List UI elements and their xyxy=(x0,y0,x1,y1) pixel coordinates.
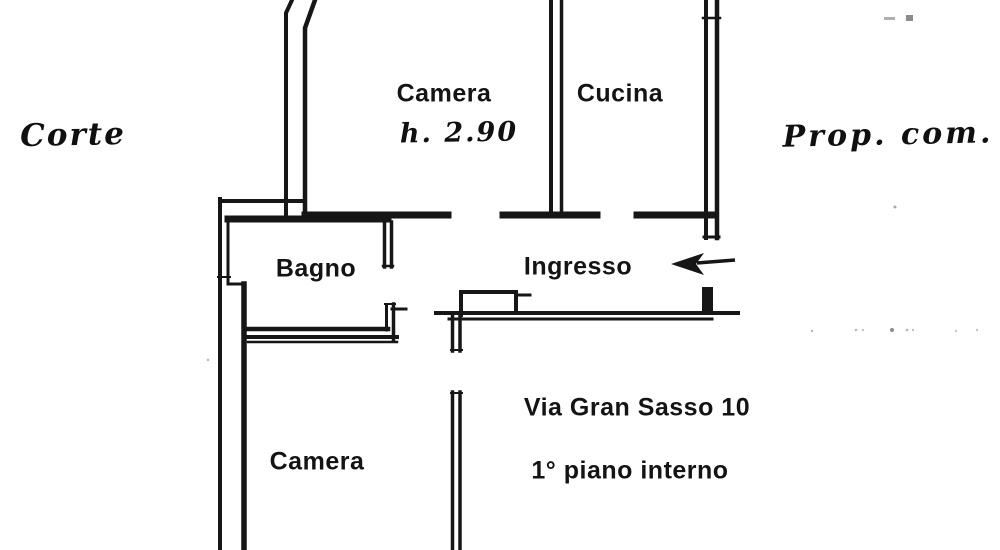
room-label-camera-top: Camera xyxy=(396,79,492,108)
room-label-bagno: Bagno xyxy=(275,254,357,283)
wall-stub xyxy=(702,287,713,315)
annotation-prop-com: Prop. com. xyxy=(782,115,994,155)
room-label-camera-bottom: Camera xyxy=(269,447,365,476)
scan-specks xyxy=(206,15,979,362)
wall-lines xyxy=(217,0,740,550)
entrance-arrow-icon xyxy=(671,253,736,275)
annotation-height-note: h. 2.90 xyxy=(399,116,519,150)
annotation-corte: Corte xyxy=(19,115,127,155)
room-label-ingresso: Ingresso xyxy=(523,252,633,281)
address-line-1: Via Gran Sasso 10 xyxy=(523,393,751,422)
address-line-2: 1° piano interno xyxy=(531,456,729,485)
room-label-cucina: Cucina xyxy=(576,79,664,108)
